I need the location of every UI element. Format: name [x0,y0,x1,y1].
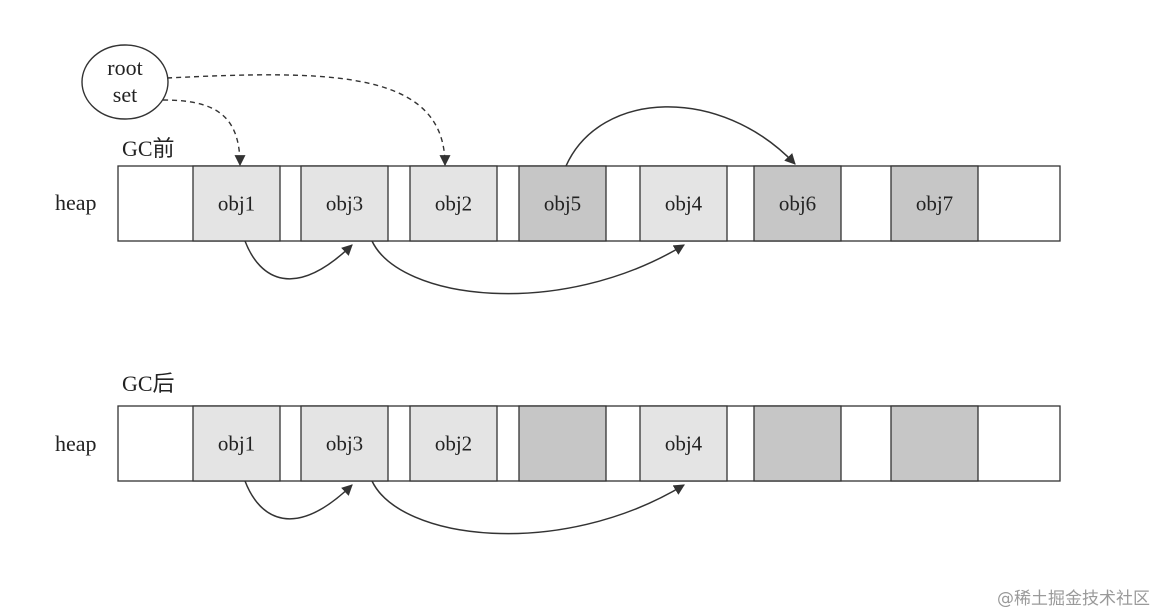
watermark: @稀土掘金技术社区 [997,589,1150,609]
after-obj3-label: obj3 [326,432,363,456]
arrow-obj3-obj4-before [371,240,685,295]
after-cell-obj3 [300,405,389,482]
after-heap-label: heap [55,431,97,456]
before-heap-label: heap [55,190,97,215]
after-cell-obj2 [409,405,498,482]
before-cell-obj5 [518,165,607,242]
root-set-line1: root [107,55,142,80]
after-cell-slot11 [753,405,842,482]
before-obj2-label: obj2 [435,192,472,216]
before-obj1-label: obj1 [218,192,255,216]
arrow-obj1-obj3-after [244,480,353,520]
heap-after: obj1 obj3 obj2 obj4 [117,405,1061,482]
before-cell-obj6 [753,165,842,242]
after-cell-slot7 [518,405,607,482]
before-obj7-label: obj7 [916,192,953,216]
before-cell-obj1 [192,165,281,242]
heap-before: obj1 obj3 obj2 obj5 obj4 obj6 obj7 [117,165,1061,242]
after-cell-obj1 [192,405,281,482]
before-cell-obj2 [409,165,498,242]
arrow-obj5-obj6-before [565,106,796,167]
before-cell-obj7 [890,165,979,242]
before-obj4-label: obj4 [665,192,703,216]
before-obj6-label: obj6 [779,192,816,216]
after-obj4-label: obj4 [665,432,703,456]
arrow-obj1-obj3-before [244,240,353,280]
after-obj1-label: obj1 [218,432,255,456]
root-ref-obj1 [162,99,246,167]
arrow-obj3-obj4-after [371,480,685,535]
root-set-node: root set [81,44,169,120]
root-ref-obj2 [166,74,451,167]
before-obj5-label: obj5 [544,192,581,216]
after-cell-obj4 [639,405,728,482]
after-cell-slot13 [890,405,979,482]
after-gc-title: GC后 [122,371,175,396]
before-cell-obj4 [639,165,728,242]
before-cell-obj3 [300,165,389,242]
before-gc-title: GC前 [122,136,175,161]
root-set-line2: set [113,82,137,107]
after-obj2-label: obj2 [435,432,472,456]
before-obj3-label: obj3 [326,192,363,216]
